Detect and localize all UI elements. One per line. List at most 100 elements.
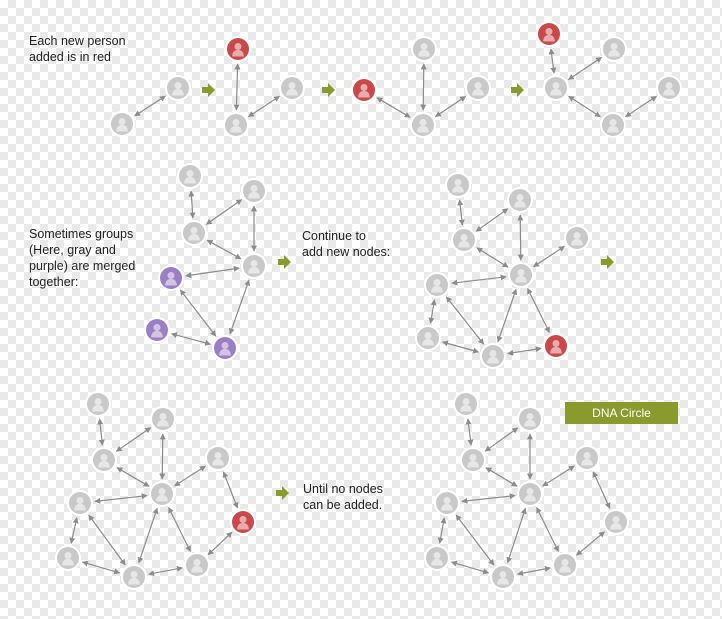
person-node-gray [460,447,486,473]
relationship-edge [441,340,480,354]
person-node-gray [603,509,629,535]
relationship-edge [420,63,427,111]
relationship-edge [134,95,166,117]
right-arrow-icon [601,255,614,269]
person-node-red [351,77,377,103]
relationship-edge [428,299,437,324]
relationship-edge [592,471,611,509]
relationship-edge [116,467,150,487]
relationship-edge [115,427,152,452]
relationship-edge [185,265,240,279]
person-node-gray [177,163,203,189]
edges-layer [69,48,658,577]
right-arrow-icon [511,83,524,97]
right-arrow-icon [322,83,335,97]
person-node-gray [507,187,533,213]
label-line: Until no nodes [303,482,383,496]
relationship-edge [137,507,159,564]
person-node-gray [411,36,437,62]
person-node-gray [241,253,267,279]
relationship-edge [222,471,239,509]
relationship-edge [69,517,79,544]
relationship-edge [207,531,233,556]
person-node-red [543,333,569,359]
person-node-gray [241,178,267,204]
relationship-edge [507,346,542,356]
label-line: Each new person [29,34,126,48]
relationship-edge [206,239,242,260]
person-node-purple [158,265,184,291]
label-line: together: [29,275,79,289]
person-node-gray [490,564,516,590]
person-node-gray [121,564,147,590]
relationship-edge [567,56,603,81]
relationship-edge [174,465,206,487]
relationship-edge [485,467,518,487]
person-node-gray [181,220,207,246]
relationship-edge [437,517,447,544]
relationship-edge [434,95,467,118]
person-node-gray [434,490,460,516]
relationship-edge [159,433,166,480]
person-node-gray [480,343,506,369]
label-merged: Sometimes groups (Here, gray and purple)… [29,226,135,290]
person-node-gray [508,262,534,288]
person-node-gray [564,225,590,251]
person-node-gray [150,406,176,432]
label-line: added is in red [29,50,112,64]
relationship-edge [376,97,411,118]
relationship-edge [205,199,243,225]
relationship-edge [188,190,196,219]
relationship-edge [476,247,509,268]
person-node-gray [601,36,627,62]
person-node-gray [574,445,600,471]
relationship-edge [170,332,212,346]
person-node-gray [91,447,117,473]
relationship-edge [624,95,658,118]
person-node-gray [656,75,682,101]
person-node-purple [144,317,170,343]
relationship-edge [247,95,281,118]
relationship-edge [517,214,524,261]
person-node-gray [223,112,249,138]
person-node-gray [424,272,450,298]
relationship-edge [457,199,465,226]
relationship-edge [179,289,217,337]
person-node-gray [445,172,471,198]
relationship-edge [542,465,575,487]
person-node-gray [415,325,441,351]
person-node-gray [465,75,491,101]
label-until: Until no nodes can be added. [303,481,383,513]
label-new-person: Each new person added is in red [29,33,126,65]
person-node-gray [543,75,569,101]
person-node-gray [600,112,626,138]
relationship-edge [465,418,474,446]
person-node-gray [451,227,477,253]
right-arrow-icon [278,255,291,269]
label-line: can be added. [303,498,383,512]
person-node-gray [517,481,543,507]
person-node-gray [85,391,111,417]
person-node-gray [205,445,231,471]
relationship-edge [233,63,241,111]
relationship-edge [576,531,605,556]
person-node-gray [453,391,479,417]
person-node-gray [184,552,210,578]
relationship-edge [568,95,601,118]
label-line: Continue to [302,229,366,243]
relationship-edge [484,427,519,452]
relationship-edge [81,560,121,575]
person-node-red [225,36,251,62]
relationship-edge [496,288,518,343]
label-line: (Here, gray and [29,243,116,257]
right-arrow-icon [276,486,289,500]
relationship-edge [148,565,183,577]
right-arrow-icon [202,83,215,97]
person-node-gray [552,552,578,578]
label-line: add new nodes: [302,245,391,259]
person-node-gray [109,111,135,137]
steps-layer [202,83,614,500]
label-continue: Continue to add new nodes: [302,228,390,260]
relationship-edge [461,493,516,504]
relationship-edge [517,565,551,577]
